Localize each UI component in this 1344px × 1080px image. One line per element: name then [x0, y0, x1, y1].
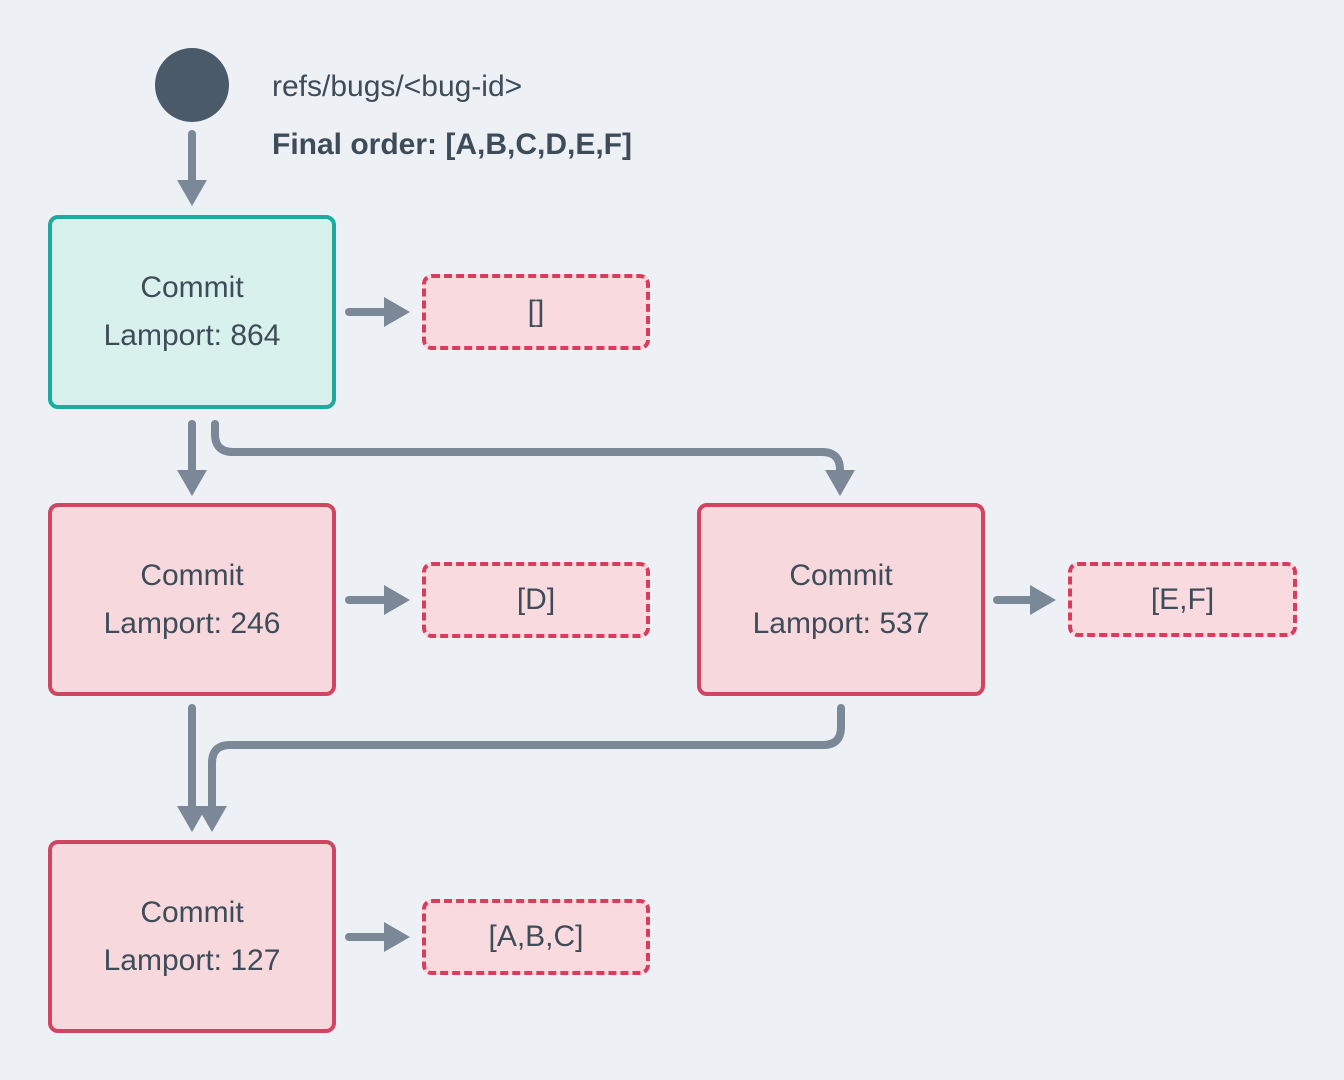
payload-box-127: [A,B,C]	[422, 899, 650, 975]
arrowhead-246-to-127	[177, 806, 207, 832]
arrowhead-ref-to-864	[177, 180, 207, 206]
commit-node-127: Commit Lamport: 127	[48, 840, 336, 1033]
payload-box-864: []	[422, 274, 650, 350]
arrowhead-864-to-246	[177, 470, 207, 496]
commit-node-864: Commit Lamport: 864	[48, 215, 336, 409]
edge-537-to-127	[208, 704, 845, 811]
arrowhead-864-to-537	[825, 470, 855, 496]
ref-node-dot	[155, 48, 229, 122]
edge-864-to-537	[211, 420, 844, 475]
commit-127-lamport: Lamport: 127	[103, 943, 281, 977]
commit-537-title: Commit	[789, 558, 893, 592]
payload-box-246: [D]	[422, 562, 650, 638]
ref-label: refs/bugs/<bug-id>	[272, 70, 523, 103]
commit-537-lamport: Lamport: 537	[752, 606, 930, 640]
commit-246-title: Commit	[140, 558, 244, 592]
commit-864-lamport: Lamport: 864	[103, 319, 281, 352]
arrowhead-127-to-payload	[384, 922, 410, 952]
final-order-label: Final order: [A,B,C,D,E,F]	[272, 128, 632, 161]
commit-864-title: Commit	[140, 271, 244, 304]
payload-box-537: [E,F]	[1068, 562, 1297, 637]
arrowhead-537-to-127	[197, 806, 227, 832]
arrowhead-246-to-payload	[384, 585, 410, 615]
commit-246-lamport: Lamport: 246	[103, 606, 281, 640]
commit-127-title: Commit	[140, 895, 244, 929]
arrowhead-537-to-payload	[1030, 585, 1056, 615]
commit-node-246: Commit Lamport: 246	[48, 503, 336, 696]
arrowhead-864-to-payload	[384, 297, 410, 327]
commit-node-537: Commit Lamport: 537	[697, 503, 985, 696]
